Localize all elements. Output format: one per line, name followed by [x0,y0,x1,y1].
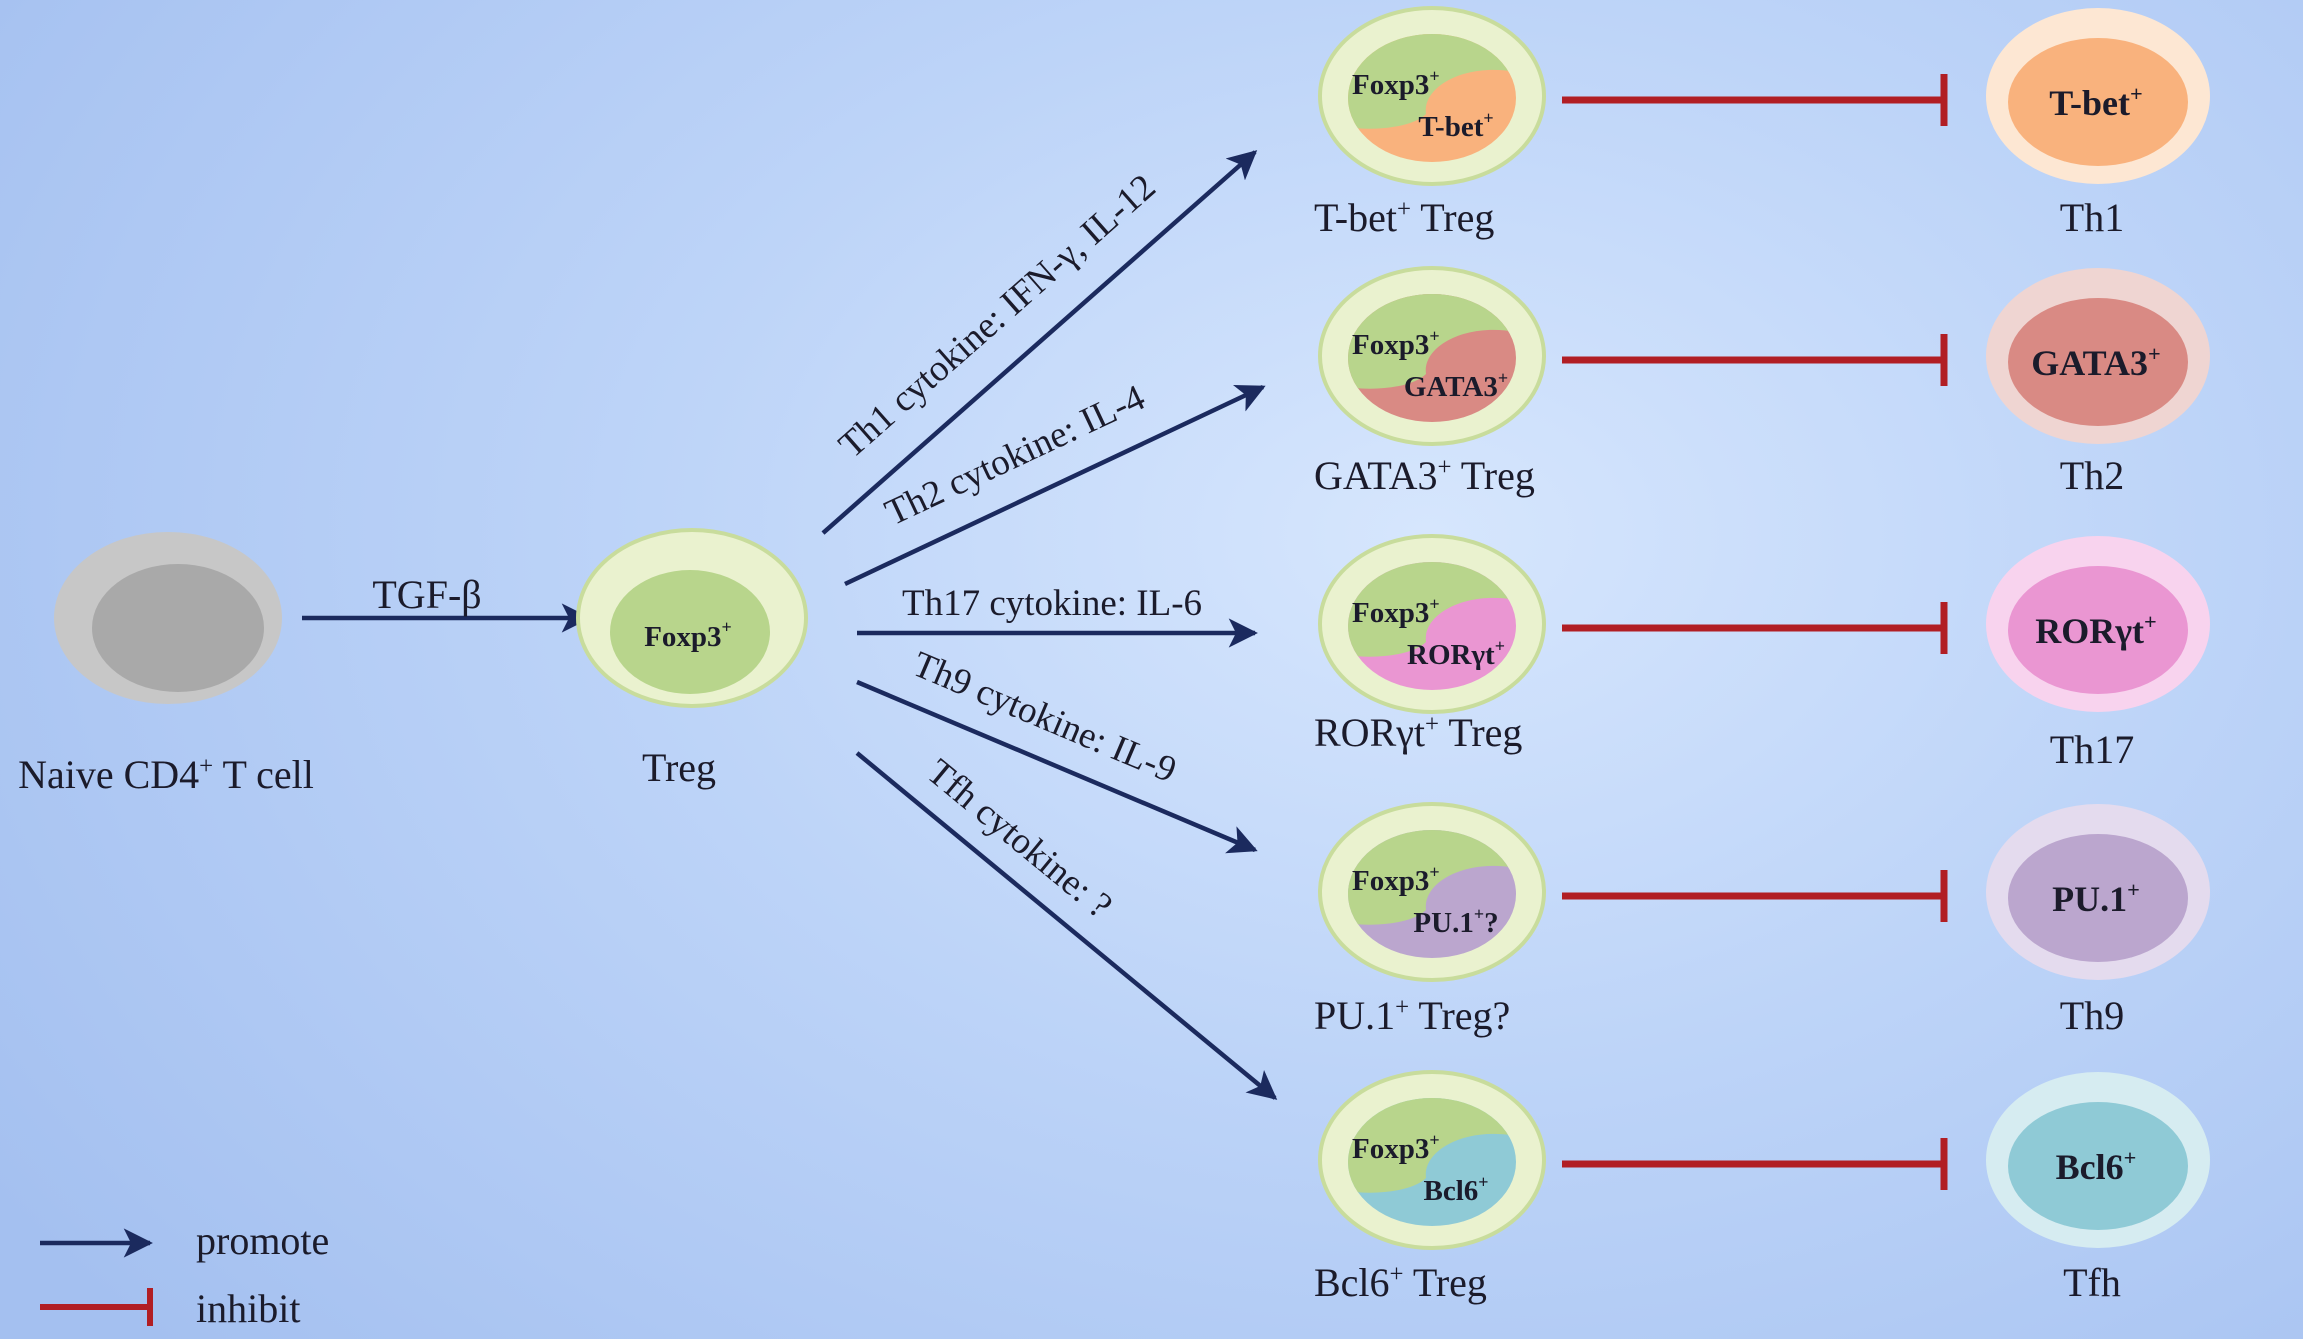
th-cell-tf-label: Bcl6+ [2056,1145,2137,1187]
subset-cell-core [1348,294,1516,422]
naive-cell-nucleus [92,564,264,692]
subset-foxp3-label: Foxp3+ [1352,1130,1440,1165]
subset-tf-label: PU.1+? [1413,904,1498,939]
th-cell-name-label: Th1 [2060,195,2124,240]
subset-foxp3-region [1348,562,1516,657]
cytokine-arrows [821,150,1278,1100]
th-cell-5: Bcl6+ [1986,1072,2210,1248]
subset-name-label: GATA3+ Treg [1314,453,1535,498]
th-cell-core [2008,38,2188,166]
treg-subset-2: Foxp3+ GATA3+ [1318,266,1546,446]
th9-cytokine-arrow [856,679,1258,854]
treg-subset-3: Foxp3+ RORγt+ [1318,534,1546,714]
subset-foxp3-region [1348,34,1516,129]
th-cell-core [2008,298,2188,426]
subset-tf-label: RORγt+ [1407,636,1505,671]
subset-cell-core [1348,562,1516,690]
treg-foxp3-core [610,570,770,694]
th-cell-tf-label: PU.1+ [2052,877,2140,919]
th-cell-tf-label: RORγt+ [2035,609,2157,651]
subset-cell-core [1348,34,1516,162]
subset-foxp3-region [1348,1098,1516,1193]
th-cell-name-label: Tfh [2063,1260,2121,1305]
tgf-beta-label: TGF-β [372,572,481,617]
treg-subset-4: Foxp3+ PU.1+? [1318,802,1546,982]
subset-cell-core [1348,1098,1516,1226]
naive-cd4-t-cell [54,532,282,704]
th-cell-core [2008,834,2188,962]
subset-name-label: PU.1+ Treg? [1314,993,1510,1038]
subset-foxp3-label: Foxp3+ [1352,862,1440,897]
treg-subset-5: Foxp3+ Bcl6+ [1318,1070,1546,1250]
subset-name-label: RORγt+ Treg [1314,710,1522,755]
treg-label: Treg [642,745,716,790]
subset-tf-label: Bcl6+ [1423,1172,1488,1207]
subset-foxp3-label: Foxp3+ [1352,326,1440,361]
subset-foxp3-label: Foxp3+ [1352,66,1440,101]
treg-cell: Foxp3+ [576,528,808,708]
naive-cell-label: Naive CD4+ T cell [18,752,314,797]
th17-cytokine-label: Th17 cytokine: IL-6 [902,583,1202,624]
th-cell-name-label: Th2 [2060,453,2124,498]
th-cell-tf-label: GATA3+ [2031,341,2160,383]
th1-cytokine-arrow [821,150,1258,535]
th-cell-tf-label: T-bet+ [2049,81,2142,123]
treg-foxp3-label: Foxp3+ [644,617,732,653]
legend-inhibit-label: inhibit [196,1286,300,1331]
subset-foxp3-region [1348,294,1516,389]
treg-subset-1: Foxp3+ T-bet+ [1318,6,1546,186]
th-cell-3: RORγt+ [1986,536,2210,712]
legend: promote inhibit [40,1218,329,1331]
th2-cytokine-arrow [844,384,1266,587]
subset-foxp3-region [1348,830,1516,925]
th-cell-name-label: Th9 [2060,993,2124,1038]
th-cell-core [2008,566,2188,694]
th-cell-2: GATA3+ [1986,268,2210,444]
subset-name-label: Bcl6+ Treg [1314,1260,1487,1305]
th-cell-name-label: Th17 [2050,727,2134,772]
th-cell-4: PU.1+ [1986,804,2210,980]
treg-subsets: Foxp3+T-bet+T-bet+ TregT-bet+Th1Foxp3+GA… [1314,6,2210,1305]
subset-name-label: T-bet+ Treg [1314,195,1494,240]
tfh-cytokine-arrow [855,751,1278,1100]
th-cell-core [2008,1102,2188,1230]
subset-cell-core [1348,830,1516,958]
legend-promote-label: promote [196,1218,329,1263]
subset-tf-label: T-bet+ [1418,108,1493,143]
subset-foxp3-label: Foxp3+ [1352,594,1440,629]
th-cell-1: T-bet+ [1986,8,2210,184]
subset-tf-label: GATA3+ [1404,368,1508,403]
